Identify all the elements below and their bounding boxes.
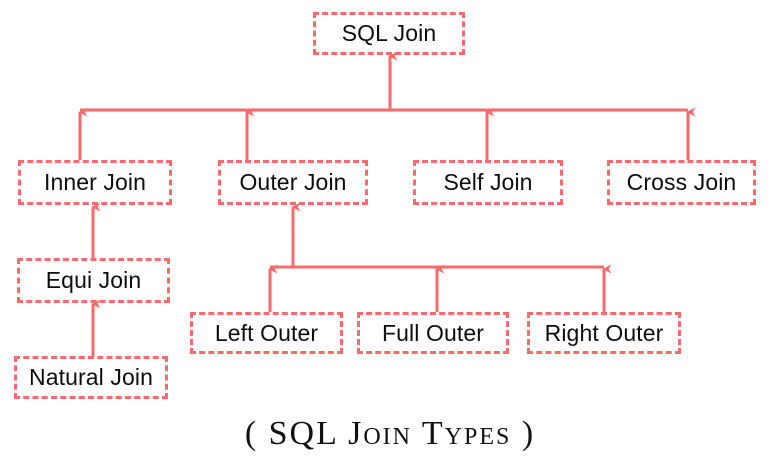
node-self-join-label: Self Join bbox=[443, 169, 533, 195]
node-outer-join-label: Outer Join bbox=[239, 169, 347, 195]
node-outer-join[interactable]: Outer Join bbox=[218, 160, 368, 205]
node-inner-join-label: Inner Join bbox=[43, 169, 146, 195]
diagram-caption: ( SQL Join Types ) bbox=[244, 415, 536, 452]
node-sql-join[interactable]: SQL Join bbox=[313, 12, 465, 55]
node-full-outer-label: Full Outer bbox=[382, 319, 484, 346]
node-natural-join-label: Natural Join bbox=[29, 364, 153, 390]
node-right-outer-label: Right Outer bbox=[544, 319, 664, 346]
node-sql-join-label: SQL Join bbox=[341, 20, 437, 46]
node-left-outer[interactable]: Left Outer bbox=[190, 312, 343, 354]
node-left-outer-label: Left Outer bbox=[214, 319, 319, 346]
node-cross-join-label: Cross Join bbox=[626, 169, 737, 195]
node-natural-join[interactable]: Natural Join bbox=[14, 356, 168, 399]
node-cross-join[interactable]: Cross Join bbox=[607, 160, 756, 205]
node-full-outer[interactable]: Full Outer bbox=[357, 312, 509, 354]
node-right-outer[interactable]: Right Outer bbox=[527, 312, 681, 354]
node-equi-join-label: Equi Join bbox=[45, 267, 142, 293]
node-inner-join[interactable]: Inner Join bbox=[18, 160, 172, 205]
node-self-join[interactable]: Self Join bbox=[413, 160, 563, 205]
node-equi-join[interactable]: Equi Join bbox=[17, 258, 170, 303]
